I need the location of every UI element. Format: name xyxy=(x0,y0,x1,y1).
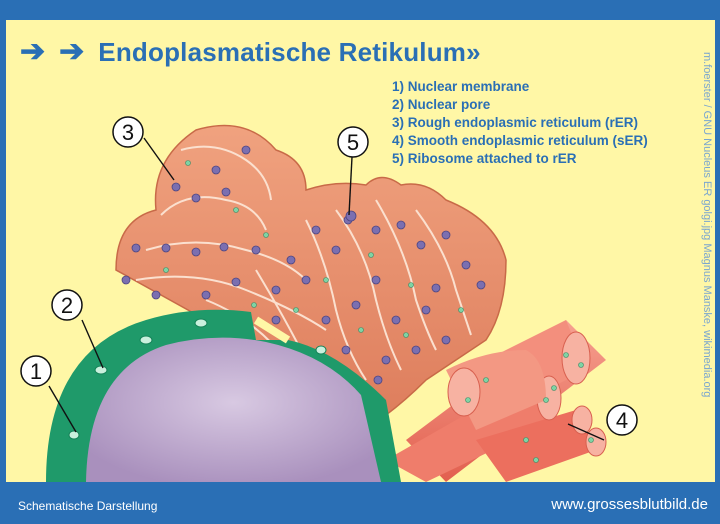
legend-item: 1) Nuclear membrane xyxy=(392,79,530,94)
arrow-right-icon: ➔ xyxy=(59,35,85,68)
legend-item: 3) Rough endoplasmic reticulum (rER) xyxy=(392,115,639,130)
image-credit: m.foerster / GNU Nucleus ER golgi.jpg Ma… xyxy=(695,52,715,472)
er-diagram: 1 2 3 4 5 xyxy=(20,116,638,482)
svg-text:5: 5 xyxy=(347,130,359,155)
footer-caption: Schematische Darstellung xyxy=(18,499,158,513)
nuclear-pores xyxy=(68,318,327,440)
legend-item: 5) Ribosome attached to rER xyxy=(392,151,577,166)
svg-text:3: 3 xyxy=(122,120,134,145)
pointer-lines xyxy=(48,137,605,441)
rough-er xyxy=(115,124,507,416)
smooth-er xyxy=(386,320,607,482)
title-row: ➔ ➔ Endoplasmatische Retikulum» xyxy=(20,32,481,72)
page-title: Endoplasmatische Retikulum» xyxy=(98,36,481,67)
label-4: 4 xyxy=(606,404,638,436)
legend: 1) Nuclear membrane 2) Nuclear pore 3) R… xyxy=(392,78,648,168)
nuclear-membrane xyxy=(46,309,401,482)
small-granules xyxy=(163,160,594,463)
label-5: 5 xyxy=(337,126,369,158)
legend-item: 2) Nuclear pore xyxy=(392,97,491,112)
legend-item: 4) Smooth endoplasmic reticulum (sER) xyxy=(392,133,648,148)
label-3: 3 xyxy=(112,116,144,148)
credit-text: m.foerster / GNU Nucleus ER golgi.jpg Ma… xyxy=(701,52,713,398)
label-2: 2 xyxy=(51,289,83,321)
content-panel: 1 2 3 4 5 ➔ ➔ Endoplasmatische Retikulum xyxy=(6,20,715,482)
label-1: 1 xyxy=(20,355,52,387)
arrow-right-icon: ➔ xyxy=(20,35,46,68)
svg-text:2: 2 xyxy=(61,293,73,318)
svg-text:4: 4 xyxy=(616,408,628,433)
footer-website-link[interactable]: www.grossesblutbild.de xyxy=(551,496,708,513)
svg-text:1: 1 xyxy=(30,359,42,384)
